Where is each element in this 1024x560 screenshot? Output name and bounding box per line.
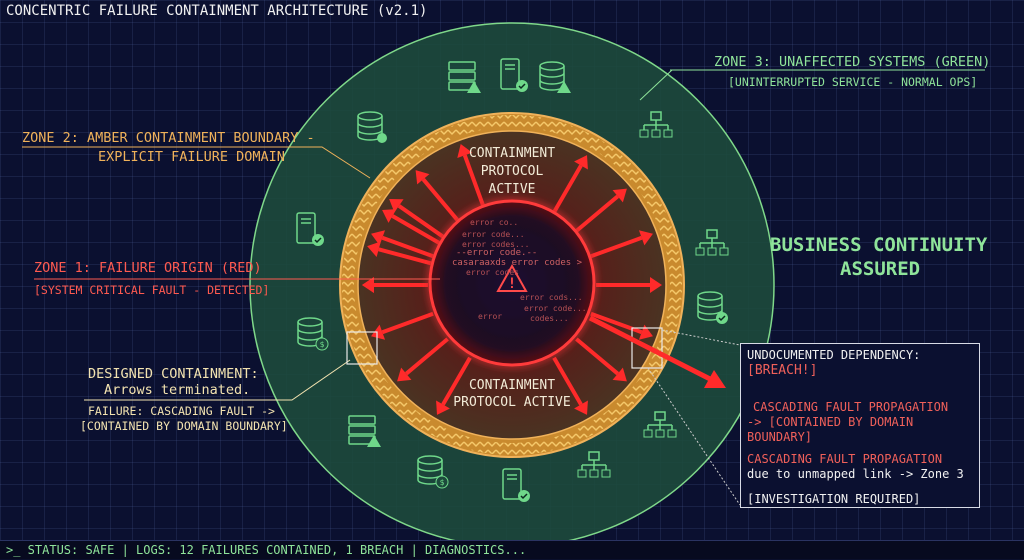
fault-arrow — [405, 337, 449, 376]
fault-arrow — [590, 235, 643, 259]
fault-arrow — [397, 204, 445, 239]
zone1-label: ZONE 1: FAILURE ORIGIN (RED) — [34, 260, 262, 276]
fault-arrow-head — [574, 155, 588, 170]
designed-failure-sub: [CONTAINED BY DOMAIN BOUNDARY] — [80, 419, 288, 433]
protocol-top-line: ACTIVE — [488, 182, 536, 197]
fault-arrow-head — [436, 400, 450, 415]
zone1-sublabel: [SYSTEM CRITICAL FAULT - DETECTED] — [34, 283, 270, 297]
contained-point-marker — [346, 331, 378, 365]
zone3-sublabel: [UNINTERRUPTED SERVICE - NORMAL OPS] — [728, 75, 978, 89]
database-warning-icon — [539, 61, 571, 93]
ring-chevrons — [342, 115, 682, 455]
zone2-label: ZONE 2: AMBER CONTAINMENT BOUNDARY - — [22, 130, 315, 146]
server-rack-warning-icon — [448, 61, 481, 93]
fault-arrow — [462, 154, 486, 207]
designed-leader — [84, 359, 351, 401]
core-error-line: --error code.-- — [456, 248, 538, 258]
fault-arrow-head — [415, 170, 430, 185]
fault-arrow — [552, 356, 583, 406]
fault-arrow-head — [638, 324, 653, 340]
fault-arrow — [391, 214, 441, 245]
breach-point-marker — [631, 327, 663, 369]
core-error-line: error code... — [462, 230, 525, 239]
fault-arrow-head — [367, 241, 381, 258]
svg-text:$: $ — [320, 340, 325, 349]
protocol-label-bottom: CONTAINMENT PROTOCOL ACTIVE — [412, 377, 612, 411]
core-error-line: error co.. — [470, 218, 519, 227]
fault-arrow — [381, 235, 434, 259]
callout-heading: UNDOCUMENTED DEPENDENCY: — [747, 348, 921, 362]
core-error-line: casaraaxds error codes > — [452, 258, 583, 268]
zone2-leader — [22, 146, 371, 179]
arrows-group — [362, 144, 662, 415]
database-settings-icon — [357, 111, 387, 143]
server-transfer-check-icon — [502, 468, 530, 502]
zone3-label: ZONE 3: UNAFFECTED SYSTEMS (GREEN) — [714, 54, 991, 70]
core-error-line: error codes... — [462, 240, 530, 249]
fault-arrow — [378, 247, 432, 266]
callout-breach: [BREACH!] — [747, 363, 818, 378]
core-error-line: error code... — [524, 304, 587, 313]
breach-arrow — [588, 315, 726, 388]
fault-arrow-head — [371, 324, 386, 340]
protocol-bottom-line: CONTAINMENT — [468, 378, 556, 393]
fault-arrow-head — [612, 188, 627, 203]
fault-arrow-head — [389, 198, 404, 213]
network-icon — [695, 229, 729, 256]
fault-arrow — [421, 178, 460, 222]
svg-text:$: $ — [440, 478, 445, 487]
core-error-line: codes... — [530, 314, 569, 323]
server-check-icon — [296, 212, 324, 246]
core-error-line: error — [478, 312, 503, 321]
fault-arrow-head — [382, 209, 397, 223]
fault-arrow — [575, 194, 619, 233]
core-error-line: error cods... — [520, 293, 583, 302]
network-icon — [577, 451, 611, 478]
designed-containment-label: DESIGNED CONTAINMENT: — [88, 366, 259, 382]
zone1-red-core — [428, 199, 596, 367]
svg-text:!: ! — [508, 276, 516, 292]
database-dollar-icon: $ — [417, 455, 449, 489]
designed-containment-sub: Arrows terminated. — [104, 382, 251, 398]
designed-failure-label: FAILURE: CASCADING FAULT -> — [88, 404, 275, 418]
fault-arrow-head — [650, 277, 662, 293]
network-icon — [639, 111, 673, 138]
protocol-top-line: PROTOCOL — [480, 164, 544, 179]
fault-arrow-head — [574, 400, 588, 415]
database-check-icon — [697, 291, 728, 324]
fault-arrow-head — [612, 367, 627, 382]
protocol-bottom-line: PROTOCOL ACTIVE — [453, 395, 571, 410]
protocol-label-top: CONTAINMENT PROTOCOL ACTIVE — [412, 145, 612, 199]
database-dollar-icon: $ — [297, 317, 329, 351]
breach-callout: UNDOCUMENTED DEPENDENCY: [BREACH!] CASCA… — [740, 343, 980, 508]
core-error-line: error codes — [466, 268, 519, 277]
business-continuity-sub: ASSURED — [840, 258, 921, 280]
callout-line: -> [CONTAINED BY DOMAIN BOUNDARY] — [747, 415, 914, 444]
status-bar: >_ STATUS: SAFE | LOGS: 12 FAILURES CONT… — [0, 540, 1024, 559]
network-icon — [643, 411, 677, 438]
fault-arrow — [552, 164, 583, 214]
fault-arrow-head — [362, 277, 374, 293]
fault-arrow-head — [397, 367, 412, 382]
fault-arrow — [381, 311, 434, 335]
server-rack-warning-icon — [348, 415, 381, 447]
fault-arrow — [590, 311, 643, 335]
fault-arrow-head — [457, 144, 473, 159]
business-continuity-label: BUSINESS CONTINUITY — [770, 234, 988, 256]
fault-arrow-head — [638, 230, 653, 246]
warning-icon — [496, 263, 528, 292]
protocol-top-line: CONTAINMENT — [468, 146, 556, 161]
server-check-icon — [500, 58, 528, 92]
zone2-sublabel: EXPLICIT FAILURE DOMAIN — [98, 149, 285, 165]
callout-line: due to unmapped link -> Zone 3 — [747, 467, 964, 481]
callout-line: CASCADING FAULT PROPAGATION — [753, 400, 949, 414]
callout-line: CASCADING FAULT PROPAGATION — [747, 452, 943, 466]
callout-investigation: [INVESTIGATION REQUIRED] — [747, 492, 921, 506]
fault-arrow — [575, 337, 619, 376]
diagram-title: CONCENTRIC FAILURE CONTAINMENT ARCHITECT… — [6, 3, 428, 19]
fault-arrow — [441, 356, 472, 406]
fault-arrow-head — [371, 230, 386, 246]
